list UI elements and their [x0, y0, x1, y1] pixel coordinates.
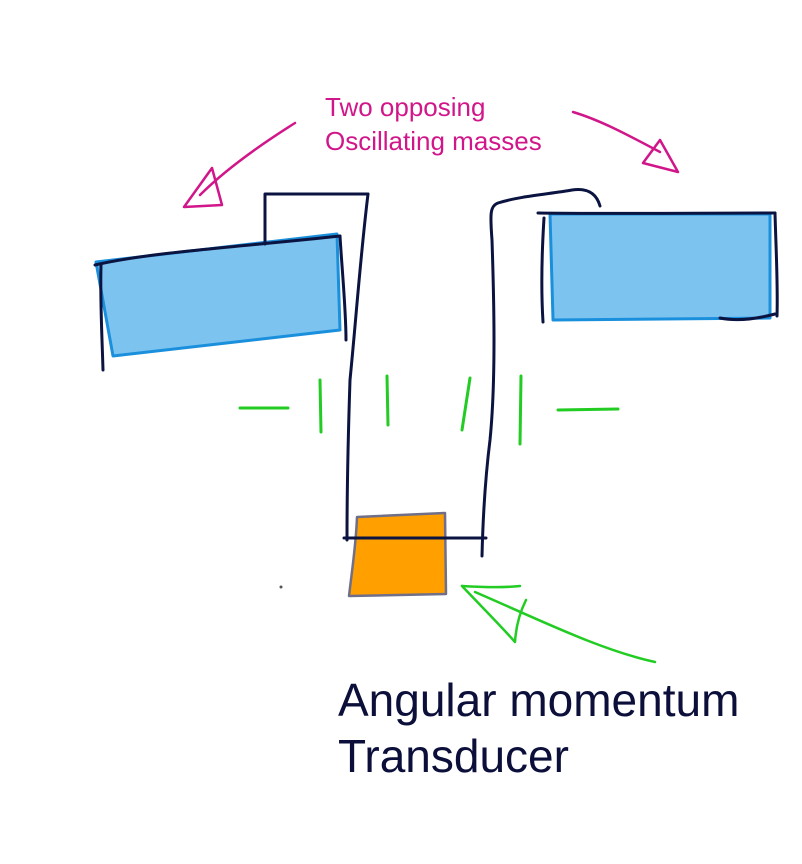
transducer-arrow-icon — [460, 584, 657, 664]
masses-label: Two opposing Oscillating masses — [325, 90, 542, 158]
left-mass — [94, 232, 342, 358]
left-arrow-icon — [182, 121, 297, 209]
transducer-label-line-1: Angular momentum — [338, 674, 740, 726]
right-mass — [548, 212, 772, 322]
transducer-label-line-2: Transducer — [338, 730, 569, 782]
right-arrow-icon — [571, 110, 680, 174]
stray-dot — [279, 585, 283, 589]
masses-label-line-1: Two opposing — [325, 92, 486, 122]
transducer-label: Angular momentum Transducer — [338, 672, 739, 784]
motion-marks — [238, 374, 620, 446]
frame-outline — [93, 188, 779, 558]
masses-label-line-2: Oscillating masses — [325, 126, 542, 156]
transducer-block — [347, 511, 448, 598]
